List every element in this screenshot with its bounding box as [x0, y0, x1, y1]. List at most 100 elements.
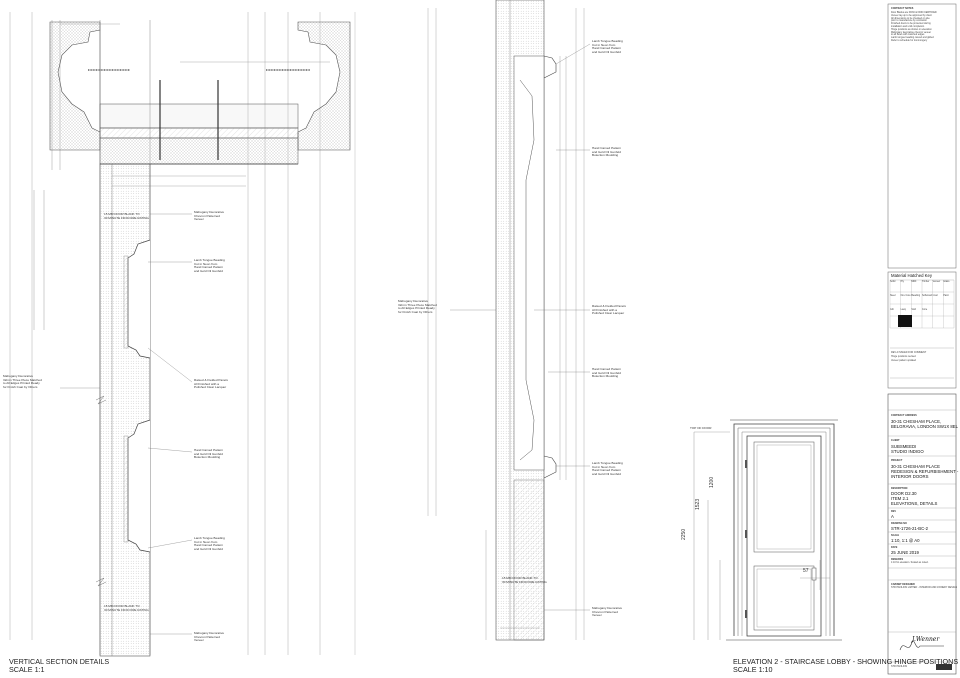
- hatch-key-cell: Fire Core: [900, 293, 911, 297]
- dim-1200: 1200: [709, 476, 715, 488]
- vertical-section-middle: [427, 0, 591, 641]
- description-line-2: ITEM 2.1: [891, 496, 909, 501]
- drawing-no-label: DRAWING NO: [891, 522, 907, 525]
- three-piece-veneer-note-left: Mahogany Decorative 32mm Three Piece Mat…: [3, 374, 42, 389]
- notes-heading: CONTRACT NOTES: [891, 7, 914, 10]
- bolection-note-mid-2: Hand Carved Pattern and Gold Oil Gunfeld…: [592, 367, 622, 379]
- door-elevation: [693, 419, 842, 641]
- lower-panel: [753, 565, 815, 631]
- hatch-key-title: Material Hatched Key: [891, 273, 933, 278]
- description-line-1: DOOR D2.30: [891, 491, 917, 496]
- note-line: prior to manufacture by contractor: [891, 19, 927, 23]
- description-label: DESCRIPTION: [891, 487, 908, 490]
- note-line: Refer to schedule for ironmongery: [891, 38, 928, 42]
- hatch-key-cell: MDF: [911, 280, 917, 283]
- upper-panel: [753, 441, 815, 553]
- door-head-frame: [99, 103, 299, 129]
- client-line-1: SUBSMEEDI: [891, 444, 917, 449]
- hatch-key-cell: Softwood: [922, 293, 932, 297]
- note-line: Door Blanks are FD30 & FD60 CERTIFIED: [891, 11, 937, 14]
- remarks-value: 1:10 for elevation. Scaled as noted.: [891, 561, 929, 564]
- client-label: CLIENT: [891, 439, 900, 442]
- project-label: PROJECT: [891, 459, 903, 462]
- hatch-key-cell: Solid: [890, 280, 896, 283]
- notes-lines: Door Blanks are FD30 & FD60 CERTIFIED Ve…: [891, 11, 955, 43]
- company-label: CABINET DESIGNER: [891, 583, 915, 586]
- revision-row-2: Hinge positions revised: [891, 355, 916, 358]
- hatch-key-cell: Insul: [932, 293, 938, 297]
- client-line-2: STUDIO INDIGO: [891, 449, 924, 454]
- raised-fielded-note-mid: Raised & Fielded Panels All Finished wit…: [592, 304, 626, 316]
- hatch-key-cell: Void: [911, 307, 916, 311]
- dim-1523: 1523: [695, 498, 701, 510]
- note-line: Mahogany decorative chevron veneer: [891, 30, 932, 34]
- hatch-key-cell: Beading: [911, 293, 921, 297]
- revision-row-3: Veneer pattern updated: [891, 359, 916, 362]
- hatch-key-cell: Timber: [922, 280, 930, 283]
- date-value: 25 JUNE 2019: [891, 550, 919, 555]
- scale-value: 1:10, 1:1 @ A0: [891, 538, 920, 543]
- project-line-2: REDESIGN & REFURBISHMENT -: [891, 469, 959, 474]
- fire-rating-note-mid: 15 MM DOOR BLANK TO 30 MINUTE FD30 FIRE …: [502, 576, 547, 584]
- drawing-no-value: STR-1726-21-BC-2: [891, 526, 929, 531]
- mahogany-veneer-note-upper: Mahogany Decorative Chevron Patterned Ve…: [194, 210, 225, 222]
- bolection-moulding-upper: [127, 239, 151, 359]
- signature-stroke: [899, 640, 944, 651]
- scale-label: SCALE: [891, 534, 900, 537]
- bolection-moulding-lower: [127, 419, 151, 553]
- three-piece-veneer-note-mid: Mahogany Decorative 32mm Three Piece Mat…: [398, 299, 437, 314]
- hatch-key-cell: Ply: [900, 280, 904, 283]
- fire-rating-note-upper: 15 MM DOOR BLANK TO 30 MINUTE FD30 FIRE …: [104, 212, 149, 220]
- note-line: to all faces with matched edges: [891, 33, 925, 37]
- raised-panel: [513, 55, 545, 471]
- note-line: Hinge positions as shown on elevation: [891, 27, 932, 31]
- note-line: Veneer lay-up to be approved by client: [891, 13, 932, 17]
- lamb-tongue-note-2: Lamb Tongue Beading Cut in Neon from Han…: [194, 536, 225, 551]
- description-line-3: ELEVATIONS, DETAILS: [891, 501, 938, 506]
- hatch-key-cell: Core: [922, 307, 928, 311]
- hatch-key-cell: Veneer: [932, 280, 941, 283]
- hatch-key-cell: Lacq: [900, 307, 906, 311]
- lamb-tongue-note-3: Lamb Tongue Beading Cut in Neon from Han…: [592, 39, 623, 54]
- left-drawing-scale: SCALE 1:1: [9, 665, 45, 674]
- date-label: DATE: [891, 546, 898, 549]
- bolection-note-left: Hand Carved Pattern and Gold Oil Gunfeld…: [194, 448, 224, 460]
- contract-address-line-2: BELGRAVIA, LONDON SW1X 8EL: [891, 424, 959, 429]
- rev-label: REV: [891, 510, 896, 513]
- hatch-key-cell: Steel: [890, 293, 896, 297]
- architrave-outline: [733, 423, 835, 636]
- note-line: Lamb tongue beading carved and gilded: [891, 36, 934, 40]
- signature: J.Wenner: [912, 636, 940, 643]
- hatch-key-cell: Gilt: [890, 307, 894, 311]
- top-of-door-label: TOP OF DOOR: [690, 426, 712, 430]
- company-logo: [936, 664, 952, 670]
- right-drawing-title: ELEVATION 2 - STAIRCASE LOBBY - SHOWING …: [733, 657, 959, 666]
- mahogany-veneer-note-mid: Mahogany Decorative Chevron Patterned Ve…: [592, 606, 623, 618]
- left-drawing-title: VERTICAL SECTION DETAILS: [9, 657, 110, 666]
- project-line-1: 30-31 CHESHAM PLACE: [891, 464, 940, 469]
- dim-57: 57: [803, 568, 809, 574]
- bolection-note-mid-1: Hand Carved Pattern and Gold Oil Gunfeld…: [592, 146, 622, 158]
- hatch-key-cell: Glass: [943, 280, 950, 283]
- vertical-section-left: [9, 12, 356, 657]
- right-drawing-scale: SCALE 1:10: [733, 665, 773, 674]
- notes-panel: [887, 3, 957, 269]
- company-name: STR PAVILION LIMITED - INTERIOR AND JOIN…: [891, 586, 958, 589]
- project-line-3: INTERIOR DOORS: [891, 474, 929, 479]
- hatch-key-cell: Paint: [943, 293, 949, 297]
- contract-address-line-1: 30-31 CHESHAM PLACE,: [891, 419, 942, 424]
- footer-company: STR PAVILION: [891, 665, 908, 668]
- architrave-moulding-right: [297, 21, 351, 151]
- contract-address-label: CONTRACT ADDRESS: [891, 414, 917, 417]
- hatch-key-grid: Solid Ply MDF Timber Veneer Glass Steel …: [890, 280, 954, 311]
- hatch-key-panel: [887, 271, 957, 389]
- title-block-panel: [887, 393, 957, 675]
- mahogany-veneer-note-lower: Mahogany Decorative Chevron Patterned Ve…: [194, 631, 225, 643]
- remarks-label: REMARKS: [891, 558, 904, 561]
- revision-row-1: REV A ISSUED FOR COMMENT: [891, 351, 927, 354]
- door-leaf-section: [99, 163, 151, 657]
- note-line: All dimensions to be checked on site: [891, 16, 930, 20]
- lamb-tongue-note-1: Lamb Tongue Beading Cut in Neon from Han…: [194, 258, 225, 273]
- note-line: installation and until completion: [891, 24, 925, 28]
